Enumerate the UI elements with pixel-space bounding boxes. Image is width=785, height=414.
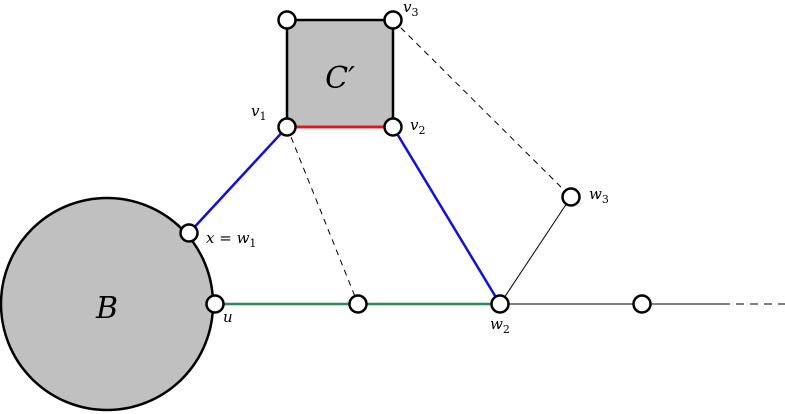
label-v1: v1: [251, 102, 266, 123]
vertex-square-top-left: [277, 10, 297, 30]
vertex-w2: [490, 294, 510, 314]
vertex-w3: [561, 187, 581, 207]
label-w2: w2: [490, 315, 510, 336]
vertex-v1: [277, 117, 297, 137]
label-x-w1: x = w1: [206, 229, 256, 250]
vertex-far-right: [632, 294, 652, 314]
label-v3: v3: [403, 0, 418, 19]
label-v2: v2: [410, 116, 425, 137]
edge-dashed-v3-w3: [392, 19, 572, 198]
edge-v2-w2: [391, 126, 502, 305]
edge-w2-w3: [499, 196, 572, 305]
vertex-v2: [383, 117, 403, 137]
label-w3: w3: [589, 185, 609, 206]
edge-dashed-v1-mid: [286, 126, 359, 305]
region-c-prime: [285, 18, 395, 129]
edge-v1-x: [188, 126, 288, 234]
vertex-x: [179, 223, 199, 243]
vertex-mid: [348, 294, 368, 314]
vertex-v3: [383, 10, 403, 30]
label-b: B: [95, 291, 118, 326]
label-u: u: [223, 308, 233, 326]
label-c-prime: C′: [325, 61, 355, 96]
vertex-u: [205, 294, 225, 314]
